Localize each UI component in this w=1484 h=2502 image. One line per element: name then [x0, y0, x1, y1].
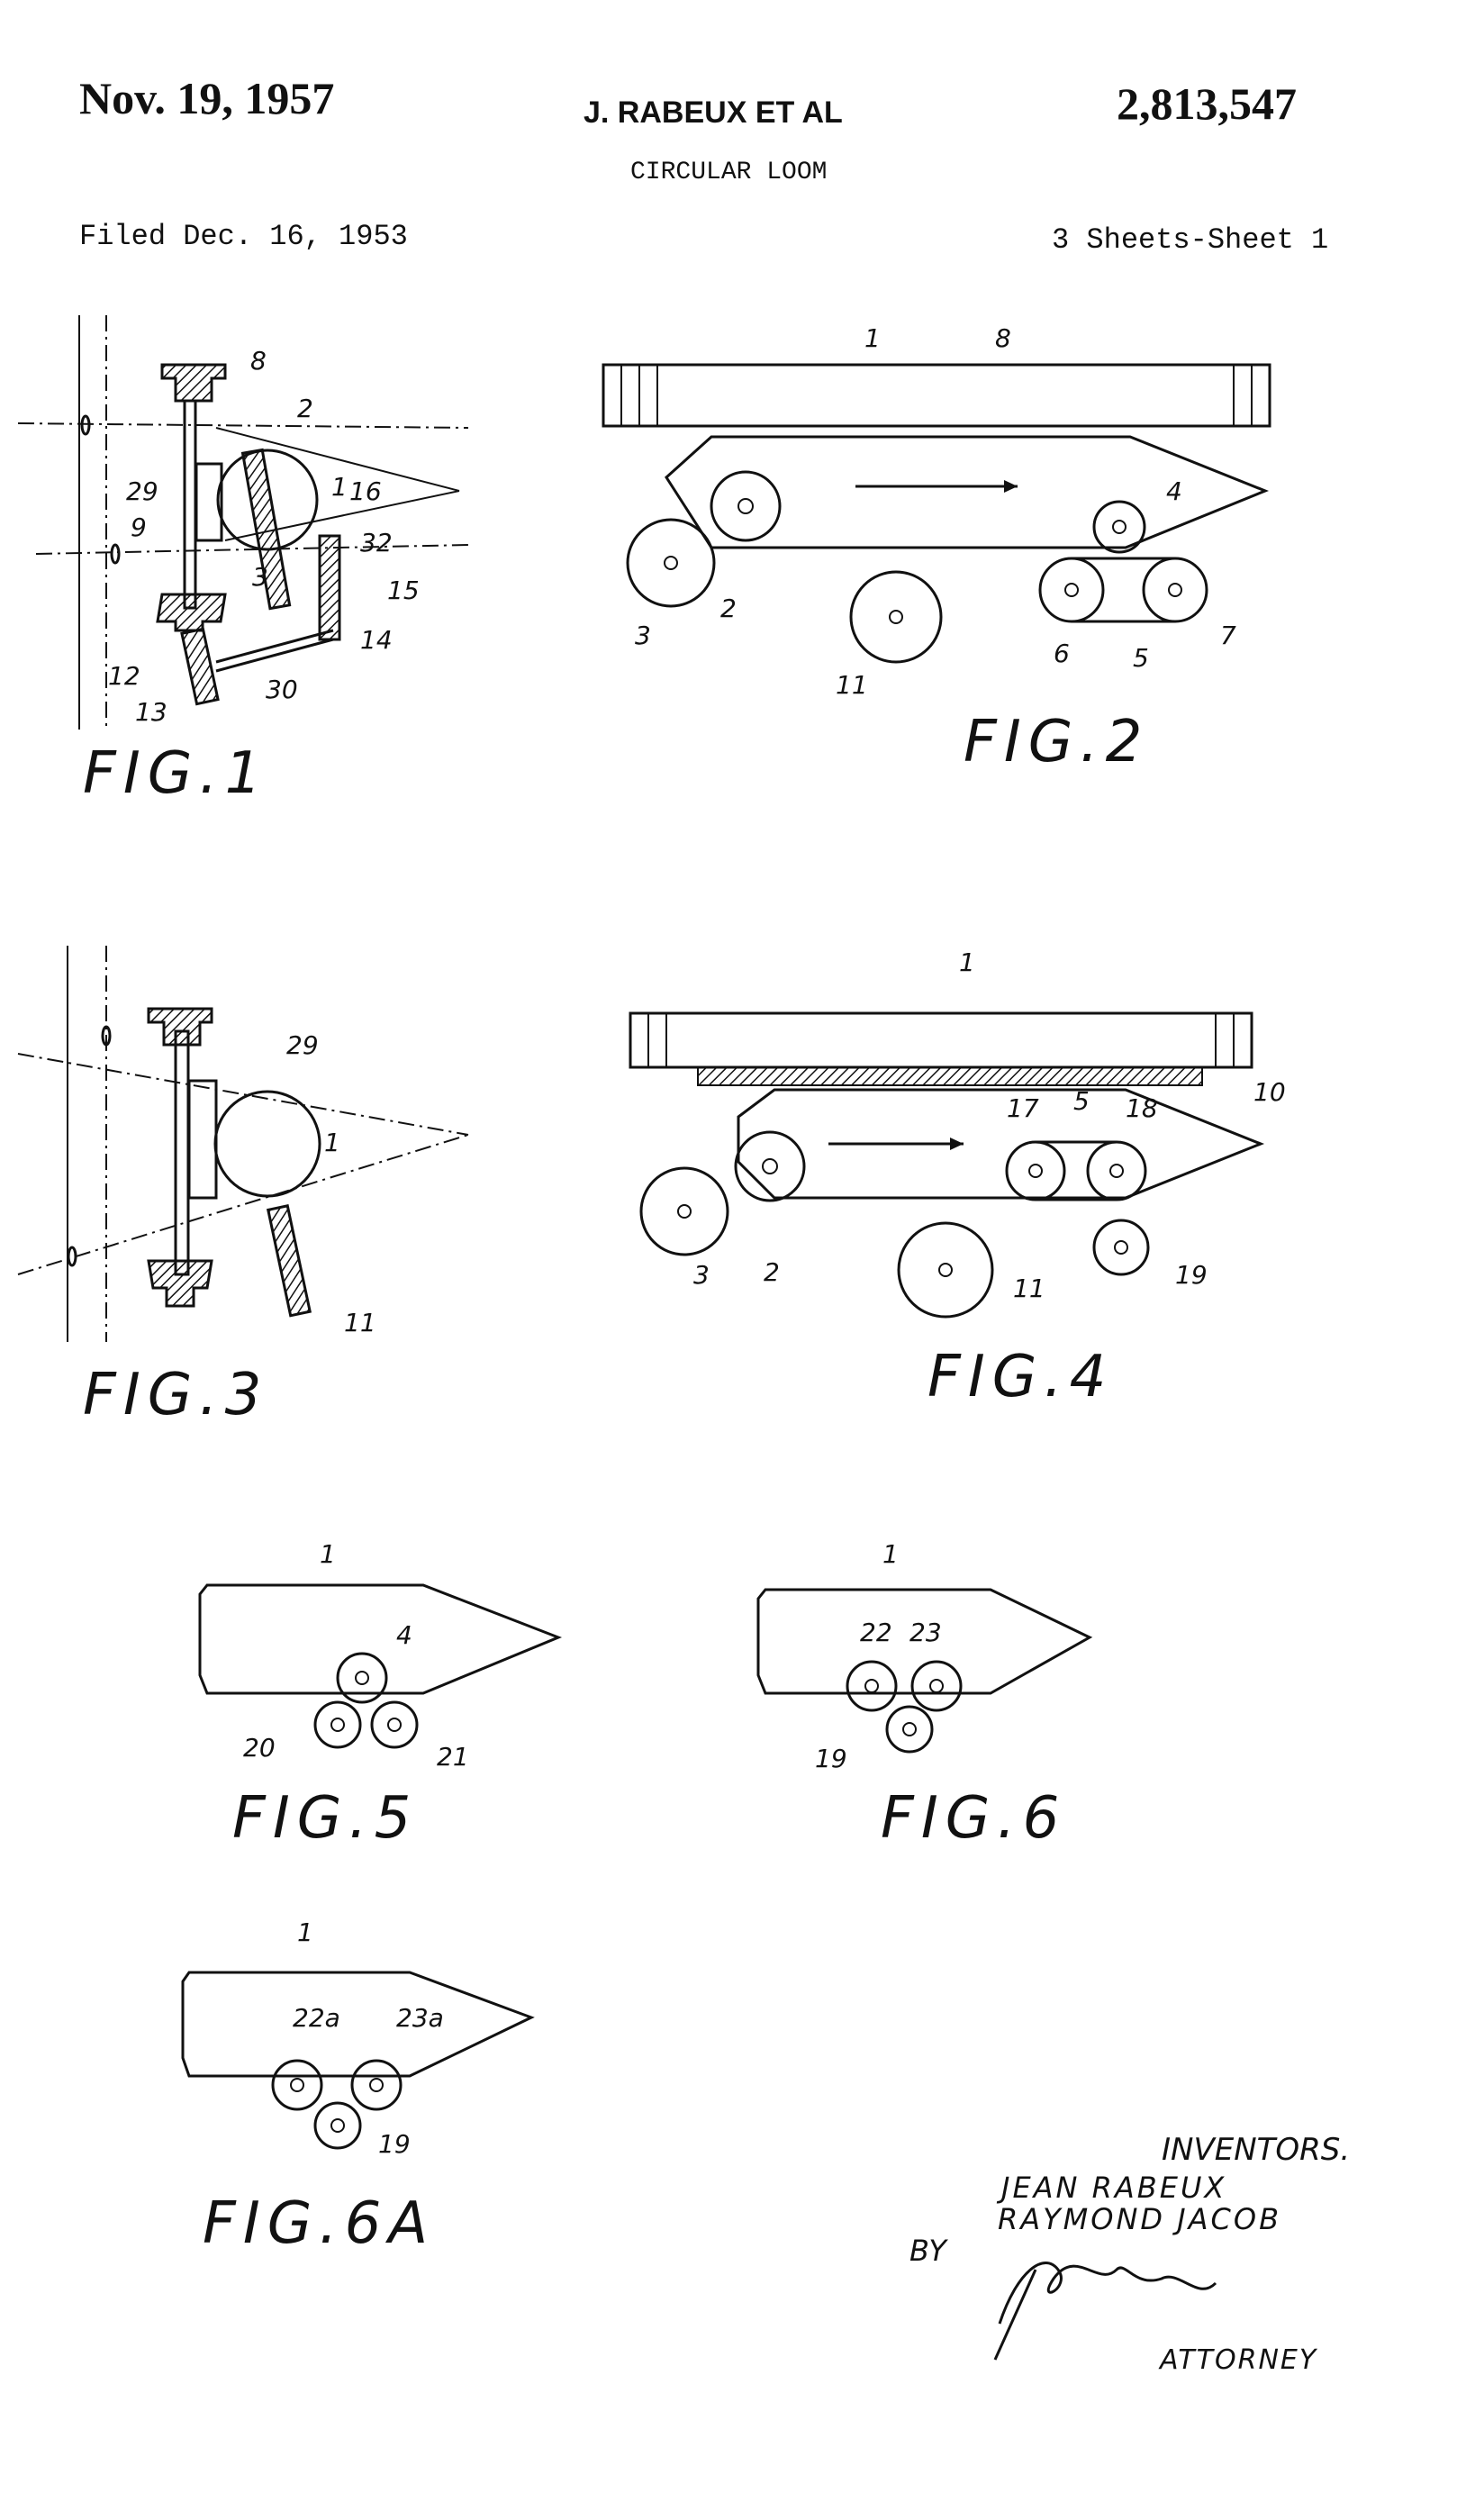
svg-text:14: 14	[360, 625, 393, 655]
svg-text:29: 29	[286, 1030, 319, 1060]
svg-text:19: 19	[815, 1744, 847, 1773]
svg-text:2: 2	[297, 394, 313, 423]
svg-text:1: 1	[320, 1539, 336, 1569]
fig6a-label: FIG.6A	[203, 2190, 435, 2257]
inventor-1: JEAN RABEUX	[996, 2171, 1226, 2205]
svg-text:1: 1	[331, 472, 348, 502]
fig2-labels: 1 8 4 3 2 11 6 5 7	[635, 323, 1236, 700]
fig6-labels: 1 22 23 19	[815, 1539, 942, 1773]
gear-15	[320, 536, 339, 639]
svg-text:1: 1	[324, 1128, 340, 1157]
svg-text:16: 16	[349, 476, 382, 506]
svg-text:5: 5	[1073, 1086, 1090, 1116]
fig6a-drawing	[183, 1972, 531, 2148]
svg-text:1: 1	[882, 1539, 899, 1569]
fig4-drawing	[630, 1013, 1261, 1317]
svg-text:23a: 23a	[396, 2003, 444, 2033]
svg-text:8: 8	[250, 346, 267, 376]
fig4-labels: 1 10 17 5 18 3 2 11 19	[693, 947, 1286, 1303]
svg-text:19: 19	[378, 2129, 411, 2159]
fig3-drawing	[18, 946, 468, 1342]
gear-13	[182, 629, 218, 703]
svg-text:1: 1	[297, 1917, 313, 1947]
svg-text:20: 20	[243, 1733, 276, 1763]
svg-text:17: 17	[1007, 1093, 1039, 1123]
svg-text:22a: 22a	[293, 2003, 340, 2033]
by-label: BY	[909, 2234, 948, 2268]
svg-text:6: 6	[1054, 639, 1070, 668]
attorney-signature	[1000, 2263, 1216, 2325]
svg-text:2: 2	[720, 594, 737, 623]
svg-text:11: 11	[1013, 1274, 1045, 1303]
holder-8	[162, 365, 225, 401]
fig2-drawing	[603, 365, 1270, 662]
svg-text:11: 11	[344, 1308, 376, 1337]
fig2-label: FIG.2	[964, 709, 1149, 775]
fig3-label: FIG.3	[83, 1362, 268, 1428]
fig6-label: FIG.6	[881, 1785, 1066, 1852]
svg-text:15: 15	[387, 576, 420, 605]
svg-text:9: 9	[131, 512, 147, 542]
fig1-drawing	[18, 315, 468, 730]
svg-text:23: 23	[909, 1618, 942, 1647]
svg-text:3: 3	[252, 562, 268, 592]
svg-text:10: 10	[1253, 1077, 1286, 1107]
svg-text:2: 2	[764, 1257, 780, 1287]
ring-8	[603, 365, 1270, 426]
svg-text:11: 11	[836, 670, 868, 700]
fig5-label: FIG.5	[232, 1785, 418, 1852]
svg-text:3: 3	[635, 621, 651, 650]
svg-text:29: 29	[126, 476, 158, 506]
fig4-label: FIG.4	[928, 1344, 1113, 1410]
svg-text:12: 12	[108, 661, 140, 691]
svg-text:22: 22	[860, 1618, 892, 1647]
attorney-label: ATTORNEY	[1158, 2344, 1318, 2376]
svg-text:21: 21	[437, 1742, 469, 1772]
svg-text:4: 4	[1166, 476, 1182, 506]
svg-text:1: 1	[864, 323, 881, 353]
svg-text:4: 4	[396, 1620, 412, 1650]
signature-block: INVENTORS. JEAN RABEUX RAYMOND JACOB BY …	[909, 2132, 1350, 2376]
svg-text:19: 19	[1175, 1260, 1208, 1290]
svg-text:18: 18	[1126, 1093, 1158, 1123]
svg-text:30: 30	[266, 675, 298, 704]
svg-text:1: 1	[959, 947, 975, 977]
svg-text:7: 7	[1220, 621, 1236, 650]
inventors-heading: INVENTORS.	[1162, 2132, 1350, 2168]
fig1-label: FIG.1	[83, 740, 268, 807]
inventor-2: RAYMOND JACOB	[998, 2202, 1281, 2236]
fig6-drawing	[758, 1590, 1090, 1752]
svg-text:13: 13	[135, 697, 167, 727]
svg-text:8: 8	[995, 323, 1011, 353]
reed-9	[185, 401, 195, 608]
holder-12	[158, 594, 225, 630]
fig5-drawing	[200, 1585, 558, 1747]
svg-text:32: 32	[360, 528, 393, 558]
svg-text:5: 5	[1133, 643, 1149, 673]
svg-text:3: 3	[693, 1260, 710, 1290]
